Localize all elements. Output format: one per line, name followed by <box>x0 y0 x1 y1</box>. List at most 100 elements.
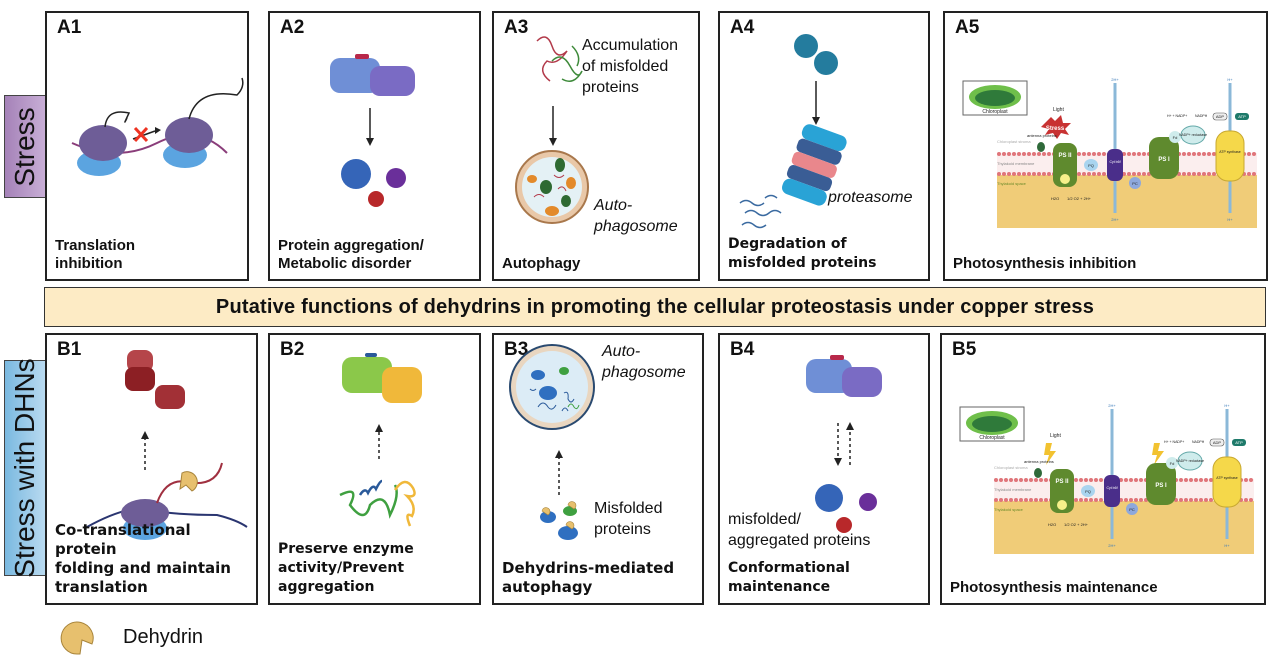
lipid-head <box>1004 478 1008 482</box>
nadp-label: H+ + NADP+ <box>1164 440 1184 444</box>
proton-label: H+ <box>1224 403 1230 408</box>
autophagosome-icon <box>509 344 595 430</box>
lipid-head <box>1009 478 1013 482</box>
lipid-head <box>1192 172 1196 176</box>
panel-label: A2 <box>280 17 305 38</box>
lipid-head <box>1009 498 1013 502</box>
enzyme-protein-icon <box>342 353 422 403</box>
lipid-head <box>1044 478 1048 482</box>
lipid-head <box>994 498 998 502</box>
lipid-head <box>1034 498 1038 502</box>
caption-line: translation <box>55 578 148 596</box>
caption-line: Conformational <box>728 560 850 576</box>
lipid-head <box>1094 478 1098 482</box>
peptide-fragments <box>739 194 782 229</box>
lipid-head <box>1019 498 1023 502</box>
atp-icon <box>1232 439 1246 446</box>
lipid-head <box>1129 478 1133 482</box>
ps1-label: PS I <box>1158 157 1170 163</box>
atp-synthase-icon <box>1215 130 1245 182</box>
nadph-label: NADPH <box>1195 114 1208 118</box>
space-label: Thylakoid space <box>994 507 1024 512</box>
panel-a4: A4 proteasome Degradation of misfolded p… <box>718 11 930 281</box>
caption-line: aggregation <box>278 579 375 595</box>
panel-caption: Preserve enzyme activity/Prevent aggrega… <box>278 540 414 597</box>
aggregate-purple-sphere <box>859 493 877 511</box>
lipid-head <box>1204 498 1208 502</box>
aggregate-red-sphere <box>836 517 852 533</box>
lipid-head <box>1194 478 1198 482</box>
lipid-head <box>1202 172 1206 176</box>
fd-label: Fd <box>1170 461 1175 466</box>
lipid-head <box>1074 498 1078 502</box>
panel-caption: Conformational maintenance <box>728 559 850 597</box>
caption-line: Autophagy <box>502 255 581 272</box>
panel-label: A4 <box>730 17 755 38</box>
chloroplast-grana <box>972 416 1012 432</box>
proton-label: 2H+ <box>1111 77 1119 82</box>
proton-label: 2H+ <box>1108 543 1116 548</box>
lipid-head <box>1247 152 1251 156</box>
proteasome-icon <box>782 124 847 206</box>
annotation: misfolded/ aggregated proteins <box>728 509 870 551</box>
lipid-head <box>1199 498 1203 502</box>
panel-a2: A2 Protein aggregation/ Metabolic disord… <box>268 11 481 281</box>
panel-b4: B4 misfolded/ aggregated proteins Confor… <box>718 333 930 605</box>
pq-label: PQ <box>1085 489 1091 494</box>
lipid-head <box>1004 498 1008 502</box>
aggregate-blue-sphere <box>341 159 371 189</box>
lipid-head <box>1012 152 1016 156</box>
adp-label: ADP <box>1213 440 1222 445</box>
lipid-head <box>1034 478 1038 482</box>
caption-line: Dehydrins-mediated <box>502 559 675 577</box>
pq-icon <box>1084 159 1098 171</box>
lipid-head <box>1039 498 1043 502</box>
ps2-label: PS II <box>1058 153 1071 159</box>
italic-line: phagosome <box>594 218 678 235</box>
atp-synthase-icon <box>1212 456 1242 508</box>
ps1-complex <box>1146 463 1176 505</box>
italic-line: Auto- <box>594 197 633 214</box>
lipid-head <box>1244 478 1248 482</box>
lipid-head <box>997 152 1001 156</box>
lipid-head <box>1099 498 1103 502</box>
lipid-head <box>1039 478 1043 482</box>
dashed-up-arrow-icon <box>555 450 563 495</box>
lipid-head <box>1134 498 1138 502</box>
lipid-head <box>1129 498 1133 502</box>
ps1-label: PS I <box>1155 483 1167 489</box>
oec-icon <box>1060 174 1070 184</box>
lipid-head <box>1207 152 1211 156</box>
cyt-label: Cyt b6f <box>1106 486 1117 490</box>
lipid-head <box>1124 498 1128 502</box>
enzyme-preservation-illustration <box>339 353 422 527</box>
lipid-head <box>1137 172 1141 176</box>
panel-caption: Photosynthesis maintenance <box>950 579 1158 597</box>
lipid-head <box>1184 478 1188 482</box>
ps2-complex <box>1050 469 1074 513</box>
space-label: Thylakoid space <box>997 181 1027 186</box>
annotation-line: aggregated proteins <box>728 532 871 549</box>
fd-icon <box>1166 457 1178 469</box>
ps1-complex <box>1149 137 1179 179</box>
lipid-head <box>1047 172 1051 176</box>
lipid-head <box>994 478 998 482</box>
panel-label: B3 <box>504 339 529 360</box>
dehydrin-bound-misfolded-proteins <box>540 501 578 540</box>
aggregate-blue-sphere <box>815 484 843 512</box>
lipid-head <box>1017 172 1021 176</box>
lipid-head <box>1094 498 1098 502</box>
lipid-head <box>1134 478 1138 482</box>
panel-caption: Autophagy <box>502 255 580 273</box>
protein-aggregation-illustration <box>330 54 415 207</box>
down-arrow-icon <box>366 108 374 146</box>
lipid-head <box>1087 152 1091 156</box>
lipid-head <box>1124 478 1128 482</box>
proton-label: 2H+ <box>1108 403 1116 408</box>
fd-label: Fd <box>1173 135 1178 140</box>
proton-label: H+ <box>1227 77 1233 82</box>
caption-line: inhibition <box>55 255 123 272</box>
adp-icon <box>1212 112 1228 121</box>
fd-icon <box>1169 131 1181 143</box>
